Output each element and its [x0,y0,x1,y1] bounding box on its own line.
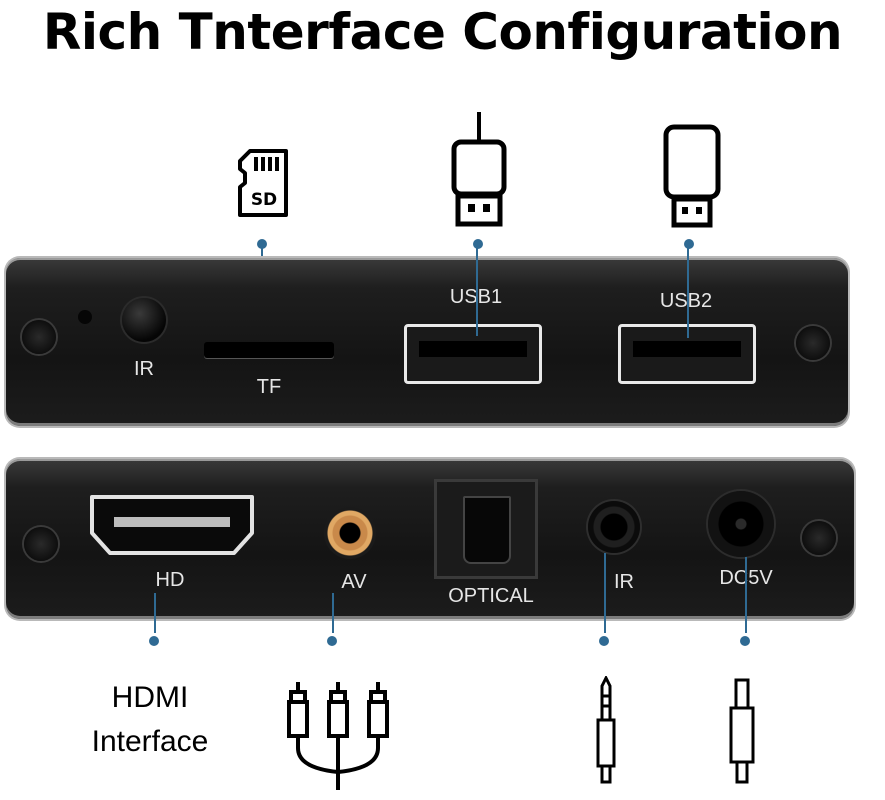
hdmi-port [90,495,254,555]
ir-receiver [122,298,166,342]
av-leader-line [332,593,334,633]
screw-right-top [796,326,830,360]
av-label: AV [341,571,367,593]
dc-plug-icon [729,678,755,784]
usb1-leader-line [476,244,478,336]
ir-leader-line [604,553,606,633]
optical-label: OPTICAL [448,585,534,607]
usb2-leader-line [687,244,689,338]
usb-plug-icon [451,112,507,227]
audio-jack-icon [596,676,616,784]
av-port [324,507,376,559]
usb-drive-icon [663,124,721,228]
ir-label-bottom: IR [614,571,634,593]
top-device-panel: IR TF USB1 USB2 [6,244,848,426]
screw-right-bottom [802,521,836,555]
page-title: Rich Tnterface Configuration [42,3,843,61]
av-leader-dot [327,636,337,646]
tf-label: TF [256,376,282,398]
dc-power-port [708,491,774,557]
usb1-leader-dot [473,239,483,249]
hd-leader-dot [149,636,159,646]
hdmi-caption-line2: Interface [91,725,209,758]
indicator-led [78,310,92,324]
screw-left-bottom [24,527,58,561]
hd-leader-line [154,593,156,633]
screw-left-top [22,320,56,354]
dc-leader-dot [740,636,750,646]
sd-card-label: SD [251,190,277,210]
ir-label-top: IR [134,358,154,380]
rca-cable-icon [287,682,389,790]
ir-leader-dot [599,636,609,646]
tf-card-slot [204,342,334,358]
sd-card-icon: SD [238,149,288,217]
dc-leader-line [745,557,747,633]
ir-jack-port [588,501,640,553]
hdmi-caption-line1: HDMI [111,681,189,714]
optical-port [434,479,538,579]
hd-label: HD [155,569,185,591]
usb2-label: USB2 [659,290,713,312]
usb2-leader-dot [684,239,694,249]
bottom-device-panel: HD AV OPTICAL IR DC5V [6,459,854,633]
usb1-port [404,324,542,384]
